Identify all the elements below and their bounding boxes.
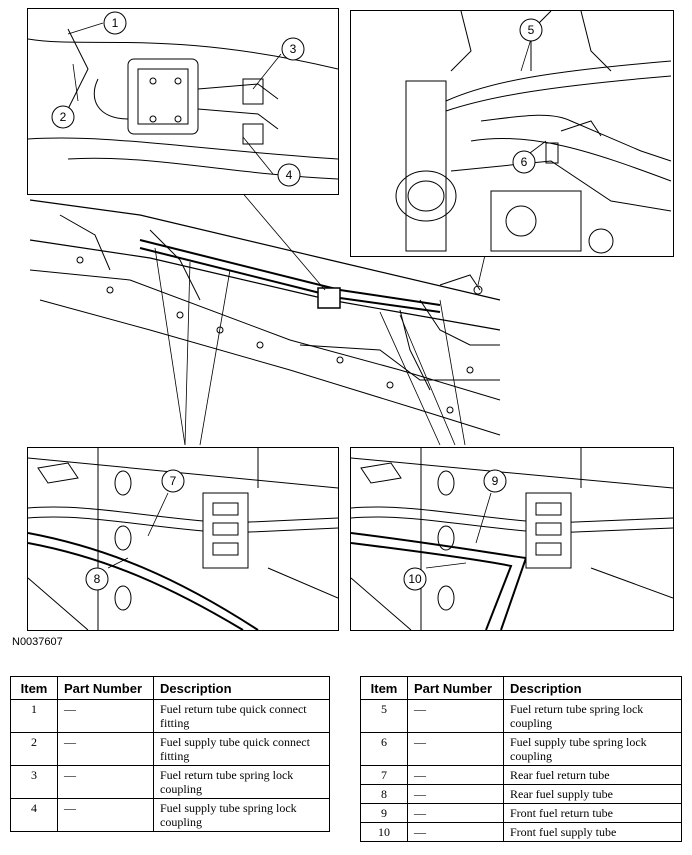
callout-4: 4 bbox=[286, 168, 293, 182]
cell-part-number: — bbox=[57, 699, 154, 733]
cell-part-number: — bbox=[57, 765, 154, 799]
parts-table-right: Item Part Number Description 5 — Fuel re… bbox=[360, 676, 682, 842]
callout-6: 6 bbox=[521, 155, 528, 169]
cell-part-number: — bbox=[407, 784, 504, 804]
callout-group-7-8: 7 8 bbox=[85, 469, 185, 591]
illustration-svg bbox=[29, 189, 501, 446]
cell-part-number: — bbox=[407, 699, 504, 733]
cell-description: Rear fuel return tube bbox=[503, 765, 682, 785]
cell-part-number: — bbox=[407, 765, 504, 785]
service-illustration: 1 2 3 4 bbox=[27, 8, 674, 631]
detail-drawing-front-tubes: 9 10 bbox=[351, 448, 673, 630]
table-row: 6 — Fuel supply tube spring lock couplin… bbox=[360, 732, 682, 766]
detail-panel-rear-tubes: 7 8 bbox=[27, 447, 339, 631]
callout-2: 2 bbox=[60, 110, 67, 124]
leader-lines bbox=[154, 189, 486, 446]
cell-description: Front fuel supply tube bbox=[503, 822, 682, 842]
detail-panel-front-tubes: 9 10 bbox=[350, 447, 674, 631]
callout-group-1-4: 1 2 3 4 bbox=[51, 11, 305, 187]
column-header-description: Description bbox=[503, 676, 682, 700]
detail-drawing-couplings: 5 6 bbox=[395, 11, 672, 254]
chassis-frame bbox=[29, 199, 501, 436]
table-header-row: Item Part Number Description bbox=[360, 676, 682, 700]
column-header-item: Item bbox=[10, 676, 58, 700]
cell-description: Fuel supply tube quick connect fitting bbox=[153, 732, 330, 766]
detail-panel-engine-couplings: 5 6 bbox=[350, 10, 674, 257]
callout-group-9-10: 9 10 bbox=[403, 469, 507, 591]
table-header-row: Item Part Number Description bbox=[10, 676, 330, 700]
detail-drawing-rear-tubes: 7 8 bbox=[28, 448, 338, 630]
cell-item: 4 bbox=[10, 798, 58, 832]
cell-part-number: — bbox=[407, 732, 504, 766]
callout-1: 1 bbox=[112, 16, 119, 30]
callout-10: 10 bbox=[408, 572, 422, 586]
cell-description: Front fuel return tube bbox=[503, 803, 682, 823]
table-row: 8 — Rear fuel supply tube bbox=[360, 784, 682, 804]
cell-item: 10 bbox=[360, 822, 408, 842]
detail-panel-fuel-fittings: 1 2 3 4 bbox=[27, 8, 339, 195]
table-row: 1 — Fuel return tube quick connect fitti… bbox=[10, 699, 330, 733]
table-row: 2 — Fuel supply tube quick connect fitti… bbox=[10, 732, 330, 766]
cell-description: Fuel return tube spring lock coupling bbox=[503, 699, 682, 733]
column-header-description: Description bbox=[153, 676, 330, 700]
column-header-item: Item bbox=[360, 676, 408, 700]
cell-item: 8 bbox=[360, 784, 408, 804]
cell-description: Fuel return tube spring lock coupling bbox=[153, 765, 330, 799]
callout-9: 9 bbox=[492, 474, 499, 488]
cell-item: 2 bbox=[10, 732, 58, 766]
callout-5: 5 bbox=[528, 23, 535, 37]
cell-item: 7 bbox=[360, 765, 408, 785]
cell-description: Fuel supply tube spring lock coupling bbox=[503, 732, 682, 766]
cell-part-number: — bbox=[407, 822, 504, 842]
cell-part-number: — bbox=[407, 803, 504, 823]
callout-7: 7 bbox=[170, 474, 177, 488]
table-row: 7 — Rear fuel return tube bbox=[360, 765, 682, 785]
figure-id-label: N0037607 bbox=[12, 636, 63, 648]
cell-item: 9 bbox=[360, 803, 408, 823]
detail-drawing-fittings: 1 2 3 4 bbox=[28, 11, 338, 187]
table-row: 4 — Fuel supply tube spring lock couplin… bbox=[10, 798, 330, 832]
column-header-part-number: Part Number bbox=[57, 676, 154, 700]
cell-part-number: — bbox=[57, 798, 154, 832]
cell-item: 1 bbox=[10, 699, 58, 733]
callout-8: 8 bbox=[94, 572, 101, 586]
parts-table-left: Item Part Number Description 1 — Fuel re… bbox=[10, 676, 330, 832]
table-row: 5 — Fuel return tube spring lock couplin… bbox=[360, 699, 682, 733]
cell-item: 3 bbox=[10, 765, 58, 799]
callout-group-5-6: 5 6 bbox=[512, 18, 543, 174]
cell-item: 6 bbox=[360, 732, 408, 766]
cell-description: Rear fuel supply tube bbox=[503, 784, 682, 804]
cell-item: 5 bbox=[360, 699, 408, 733]
table-row: 9 — Front fuel return tube bbox=[360, 803, 682, 823]
callout-3: 3 bbox=[290, 42, 297, 56]
table-row: 10 — Front fuel supply tube bbox=[360, 822, 682, 842]
cell-description: Fuel return tube quick connect fitting bbox=[153, 699, 330, 733]
column-header-part-number: Part Number bbox=[407, 676, 504, 700]
cell-description: Fuel supply tube spring lock coupling bbox=[153, 798, 330, 832]
cell-part-number: — bbox=[57, 732, 154, 766]
table-row: 3 — Fuel return tube spring lock couplin… bbox=[10, 765, 330, 799]
